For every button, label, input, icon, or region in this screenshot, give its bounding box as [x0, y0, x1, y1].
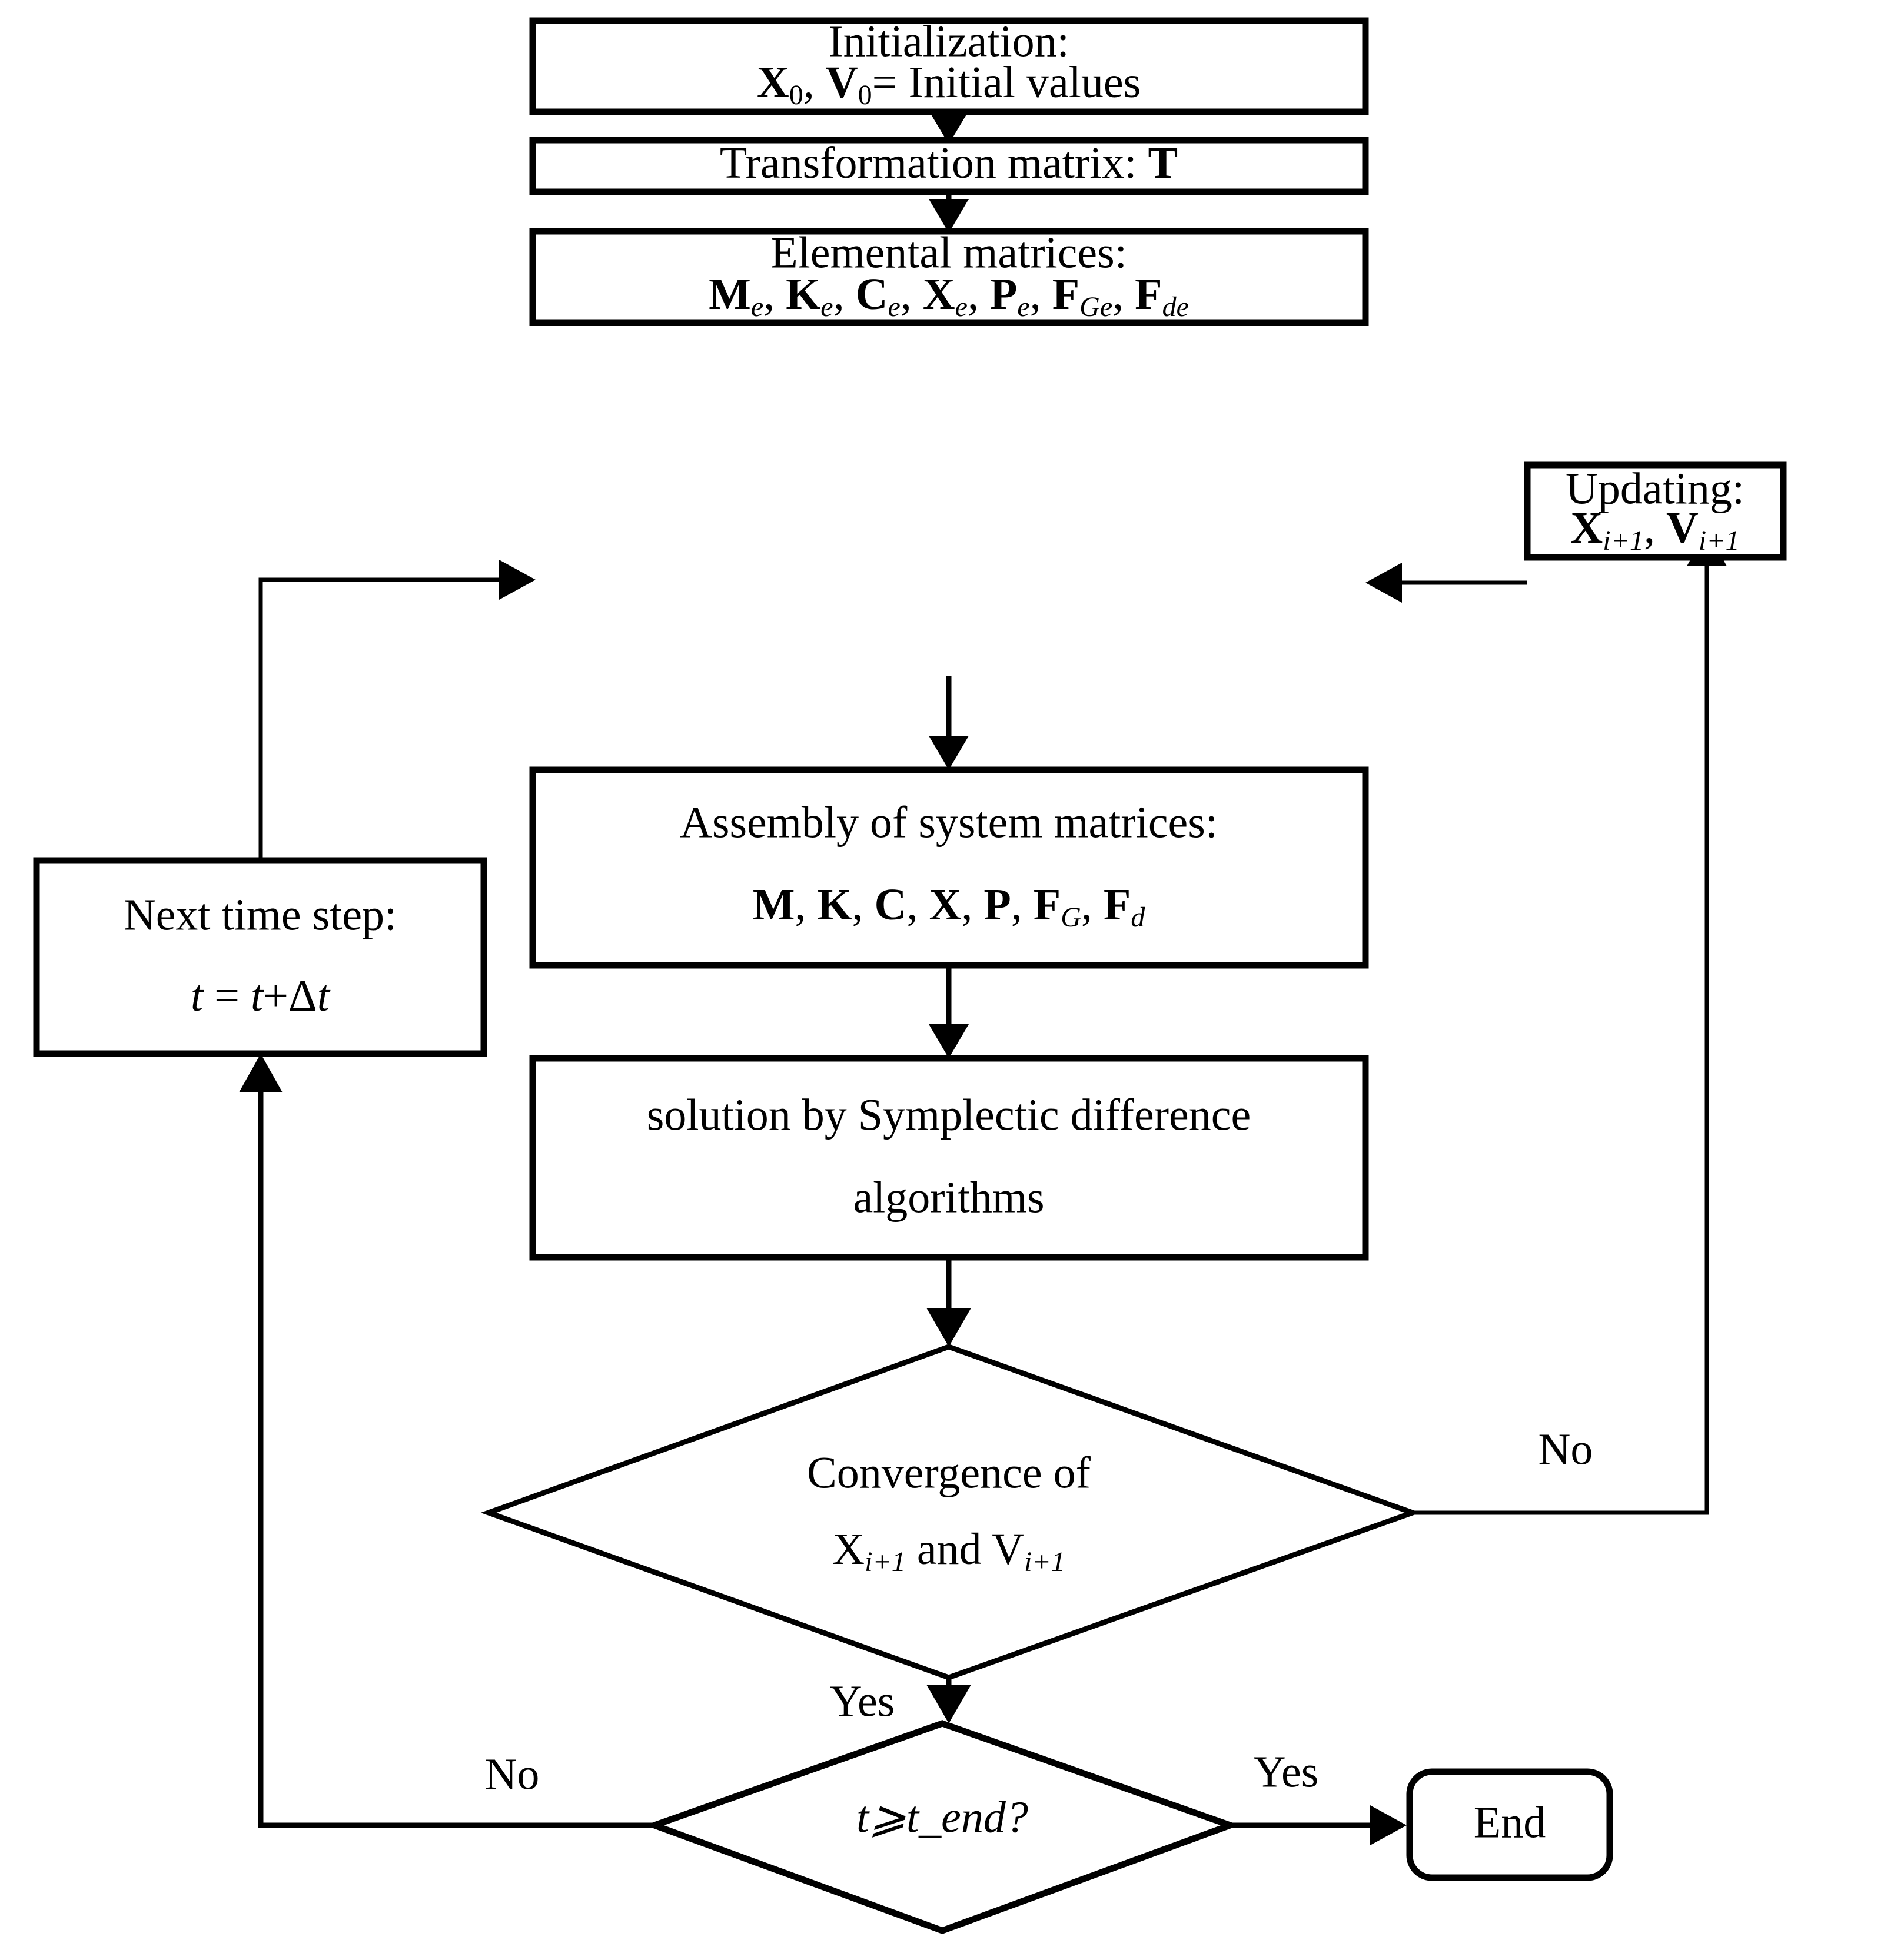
edge-label-tend-no: No [485, 1749, 540, 1799]
node-transformation-matrix[interactable]: Transformation matrix: T [529, 137, 1369, 195]
elemental-line1: Elemental matrices: [770, 228, 1127, 277]
node-solution[interactable]: solution by Symplectic difference algori… [529, 1055, 1369, 1261]
node-assembly[interactable]: Assembly of system matrices: M, K, C, X,… [529, 766, 1369, 969]
solution-line1: solution by Symplectic difference [647, 1090, 1251, 1140]
edge-updating-to-elemental [1365, 563, 1527, 603]
edge-convergence-no-to-updating [1413, 530, 1727, 1515]
node-end[interactable]: End [1406, 1768, 1613, 1881]
assembly-line1: Assembly of system matrices: [680, 798, 1218, 847]
edge-transformation-to-elemental [929, 191, 969, 233]
node-tend-decision[interactable]: t⩾t_end? [644, 1720, 1240, 1934]
solution-line2: algorithms [853, 1173, 1044, 1222]
edge-label-convergence-yes: Yes [830, 1676, 895, 1726]
node-elemental-matrices[interactable]: Elemental matrices: Me, Ke, Ce, Xe, Pe, … [529, 228, 1369, 326]
node-next-time-step[interactable]: Next time step: t = t+Δt [33, 857, 487, 1057]
transformation-line1: Transformation matrix: T [720, 138, 1178, 188]
elemental-line2: Me, Ke, Ce, Xe, Pe, FGe, Fde [709, 270, 1189, 323]
edge-tend-no-to-next-time-step [239, 1054, 654, 1828]
updating-line1: Updating: [1566, 464, 1744, 513]
node-convergence-decision[interactable]: Convergence of Xi+1 and Vi+1 [480, 1344, 1421, 1680]
edge-assembly-to-solution [929, 965, 969, 1058]
convergence-line1: Convergence of [807, 1448, 1091, 1497]
edge-elemental-to-assembly [929, 676, 969, 770]
edge-label-convergence-no: No [1539, 1424, 1593, 1474]
initialization-line1: Initialization: [828, 16, 1069, 66]
updating-line2: Xi+1, Vi+1 [1570, 503, 1739, 556]
edge-solution-to-convergence [926, 1254, 971, 1347]
initialization-line2: X0, V0= Initial values [757, 58, 1141, 111]
node-updating[interactable]: Updating: Xi+1, Vi+1 [1524, 461, 1787, 561]
edge-tend-yes-to-end [1230, 1805, 1407, 1845]
edge-convergence-yes-to-tend [926, 1678, 971, 1723]
edge-next-time-step-to-elemental [258, 560, 536, 861]
end-label: End [1474, 1798, 1546, 1847]
next-time-step-line2: t = t+Δt [191, 971, 331, 1021]
edge-label-tend-yes: Yes [1254, 1747, 1319, 1796]
tend-label: t⩾t_end? [856, 1792, 1028, 1842]
node-initialization[interactable]: Initialization: X0, V0= Initial values [529, 16, 1369, 115]
next-time-step-line1: Next time step: [124, 890, 397, 939]
convergence-line2: Xi+1 and Vi+1 [832, 1524, 1065, 1577]
assembly-line2: M, K, C, X, P, FG, Fd [753, 880, 1146, 933]
